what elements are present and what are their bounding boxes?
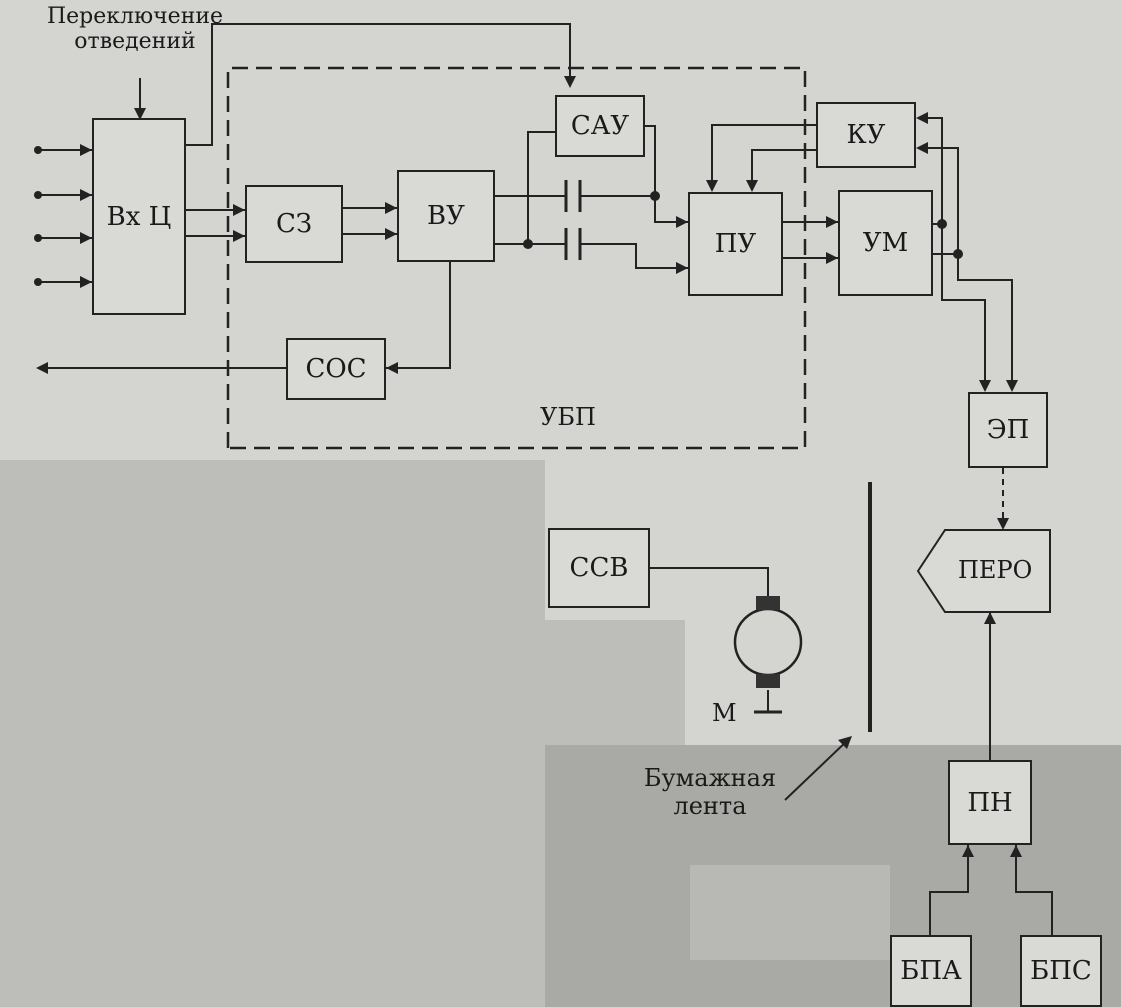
block-pu: ПУ [688, 192, 783, 296]
ubp-boundary [226, 66, 807, 450]
block-sz: СЗ [245, 185, 343, 263]
block-ep: ЭП [968, 392, 1048, 468]
block-um: УМ [838, 190, 933, 296]
ubp-label: УБП [540, 403, 596, 431]
block-vhc: Вх Ц [92, 118, 186, 315]
block-sos: СОС [286, 338, 386, 400]
motor-symbol [733, 596, 803, 688]
block-ssv: ССВ [548, 528, 650, 608]
block-vu: ВУ [397, 170, 495, 262]
block-sau: САУ [555, 95, 645, 157]
block-bps: БПС [1020, 935, 1102, 1007]
motor-label: М [712, 699, 737, 727]
block-bpa: БПА [890, 935, 972, 1007]
block-ku: КУ [816, 102, 916, 168]
block-pn: ПН [948, 760, 1032, 845]
lead-switch-label: Переключение отведений [46, 4, 224, 55]
block-pero [916, 529, 1051, 613]
block-pero-label: ПЕРО [958, 556, 1033, 584]
paper-tape-label: Бумажная лента [643, 764, 777, 820]
